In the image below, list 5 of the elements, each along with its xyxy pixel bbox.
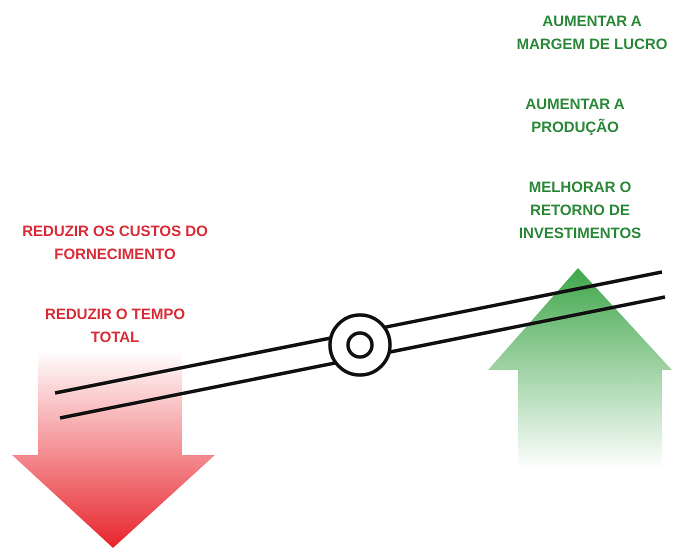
label-text: MELHORAR O RETORNO DE INVESTIMENTOS xyxy=(518,178,642,244)
label-text: AUMENTAR A PRODUÇÃO xyxy=(524,95,626,138)
label-text: REDUZIR O TEMPO TOTAL xyxy=(44,305,186,348)
label-text: AUMENTAR A MARGEM DE LUCRO xyxy=(516,12,668,55)
label-text: REDUZIR OS CUSTOS DO FORNECIMENTO xyxy=(21,222,209,265)
